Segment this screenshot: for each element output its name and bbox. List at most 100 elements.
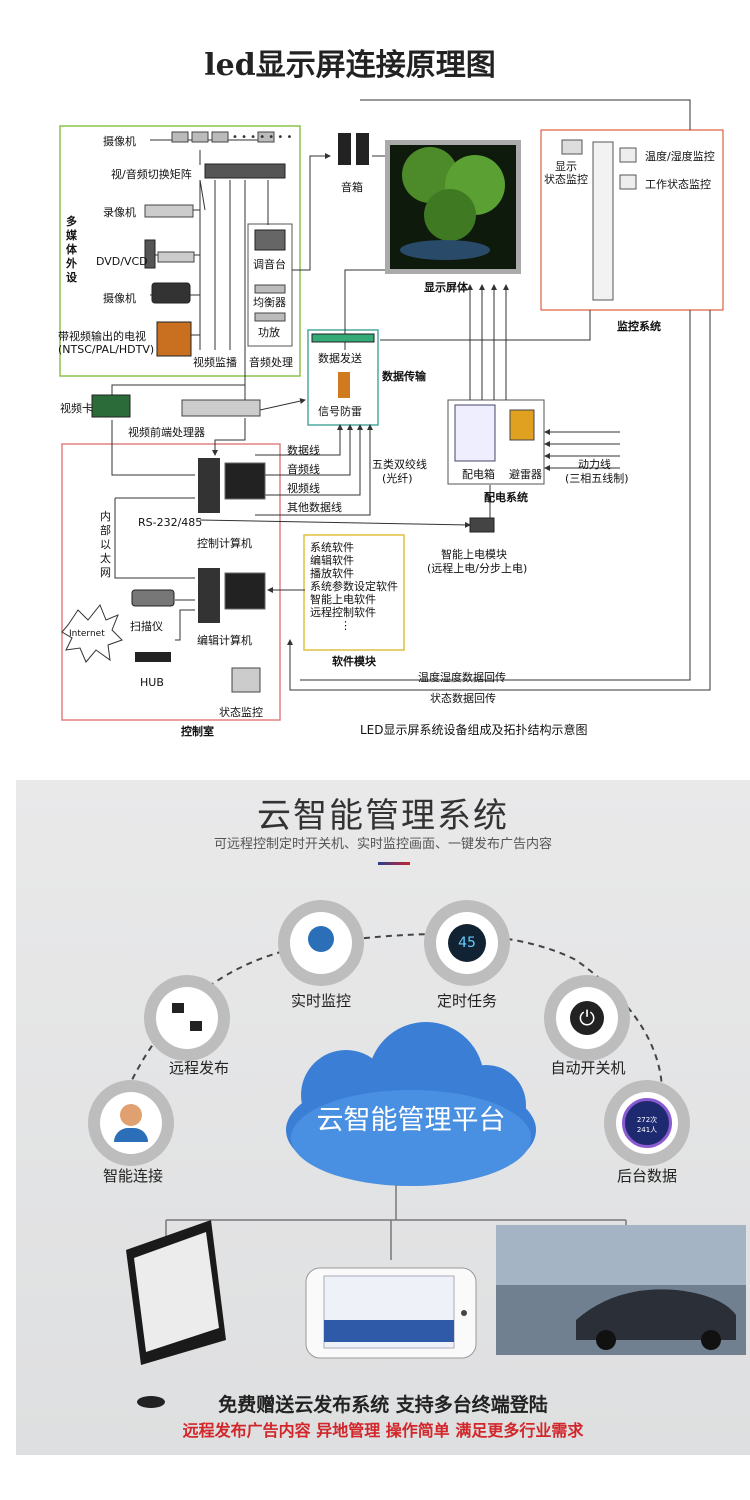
backend-data-label: 后台数据 bbox=[616, 1167, 677, 1185]
diagram-lines: • • • • • • • bbox=[59, 99, 724, 721]
realtime-monitor-node bbox=[278, 900, 364, 986]
rs232-label: RS-232/485 bbox=[138, 516, 203, 529]
cloud-connections bbox=[110, 933, 746, 1408]
power-dist-label: 配电系统 bbox=[484, 491, 528, 504]
user-icon bbox=[120, 1104, 142, 1126]
audio-proc-label: 音频处理 bbox=[249, 356, 293, 369]
control-room-label: 控制室 bbox=[181, 725, 214, 738]
cloud-subtitle: 可远程控制定时开关机、实时监控画面、一键发布广告内容 bbox=[213, 837, 552, 852]
inner-net-label: 内 部 以 太 网 bbox=[100, 510, 111, 579]
timer-icon: 45 bbox=[448, 924, 486, 962]
network-icon bbox=[172, 1003, 184, 1013]
amp-label: 功放 bbox=[258, 326, 280, 339]
tv-label: 带视频输出的电视 bbox=[58, 330, 146, 343]
auto-power-label: 自动开关机 bbox=[550, 1059, 626, 1077]
led-screen-image bbox=[385, 140, 521, 274]
cloud-icon bbox=[286, 1022, 536, 1186]
audio-line-label: 音频线 bbox=[287, 463, 320, 476]
car-photo bbox=[496, 1225, 746, 1355]
software-list: 系统软件 编辑软件 播放软件 系统参数设定软件 智能上电软件 远程控制软件 ⋮ bbox=[310, 541, 398, 632]
control-room-box bbox=[61, 443, 281, 721]
monitor-system-label: 监控系统 bbox=[617, 320, 661, 333]
monitor-system-box bbox=[540, 129, 724, 311]
svg-text:• • • • • • •: • • • • • • • bbox=[232, 132, 292, 143]
data-line-label: 数据线 bbox=[287, 444, 320, 457]
remote-publish-label: 远程发布 bbox=[168, 1059, 229, 1077]
video-processor-label: 视频前端处理器 bbox=[128, 426, 205, 439]
camera-icon bbox=[211, 131, 229, 143]
camera-icon bbox=[171, 131, 189, 143]
realtime-monitor-label: 实时监控 bbox=[290, 992, 351, 1010]
screen-label: 显示屏体 bbox=[424, 281, 468, 294]
status-monitor-label: 状态监控 bbox=[219, 706, 263, 719]
camera-icon bbox=[191, 131, 209, 143]
remote-publish-node bbox=[144, 975, 230, 1061]
dvd-label: DVD/VCD bbox=[96, 255, 148, 268]
page-title: led显示屏连接原理图 bbox=[204, 48, 496, 83]
data-send-label: 数据发送 bbox=[318, 352, 362, 365]
matrix-label: 视/音频切换矩阵 bbox=[111, 168, 192, 181]
cloud-platform-label: 云智能管理平台 bbox=[316, 1105, 506, 1136]
work-status-label: 工作状态监控 bbox=[645, 178, 711, 191]
timer-task-node: 45 bbox=[424, 900, 510, 986]
power-line-label: 动力线 bbox=[578, 458, 611, 471]
computer-image bbox=[126, 1220, 226, 1408]
cloud-section: 云智能管理系统 可远程控制定时开关机、实时监控画面、一键发布广告内容 bbox=[16, 780, 750, 1455]
cloud-title: 云智能管理系统 bbox=[257, 796, 509, 836]
software-item: 远程控制软件 bbox=[310, 606, 376, 619]
diagram-caption: LED显示屏系统设备组成及拓扑结构示意图 bbox=[360, 723, 588, 737]
speaker-label: 音箱 bbox=[341, 181, 363, 194]
other-line-label: 其他数据线 bbox=[287, 501, 342, 514]
three-phase-label: (三相五线制) bbox=[565, 472, 629, 485]
video-line-label: 视频线 bbox=[287, 482, 320, 495]
smart-power-label: 智能上电模块 bbox=[441, 548, 507, 561]
display-status-label: 显示 状态监控 bbox=[544, 160, 588, 186]
phone-image bbox=[305, 1267, 477, 1359]
backend-stat-2: 241人 bbox=[636, 1126, 658, 1134]
dist-box-label: 配电箱 bbox=[462, 468, 495, 481]
twisted-pair-label: 五类双绞线 bbox=[372, 458, 427, 471]
smart-connect-label: 智能连接 bbox=[102, 1167, 163, 1185]
camera-icon bbox=[257, 131, 275, 143]
temp-return-label: 温度湿度数据回传 bbox=[418, 671, 506, 684]
software-item: 系统参数设定软件 bbox=[310, 580, 398, 593]
software-item: 系统软件 bbox=[310, 541, 354, 554]
temp-humid-label: 温度/湿度监控 bbox=[645, 150, 715, 163]
auto-power-node: ⏻ bbox=[544, 975, 630, 1061]
scanner-label: 扫描仪 bbox=[130, 620, 163, 633]
software-item: 智能上电软件 bbox=[310, 593, 376, 606]
title-divider bbox=[378, 862, 410, 865]
mixer-label: 调音台 bbox=[253, 258, 286, 271]
vcr-label: 录像机 bbox=[103, 206, 136, 219]
backend-stat-1: 272次 bbox=[636, 1116, 658, 1124]
video-monitor-label: 视频监播 bbox=[193, 356, 237, 369]
camera-label: 摄像机 bbox=[103, 135, 136, 148]
control-pc-label: 控制计算机 bbox=[197, 537, 252, 550]
smart-power-desc: (远程上电/分步上电) bbox=[427, 562, 528, 575]
camera2-label: 摄像机 bbox=[103, 292, 136, 305]
eq-label: 均衡器 bbox=[253, 296, 286, 309]
status-return-label: 状态数据回传 bbox=[430, 692, 496, 705]
arrester-label: 避雷器 bbox=[509, 468, 542, 481]
software-item: 播放软件 bbox=[310, 567, 354, 580]
multimedia-group-label: 多 媒 体 外 设 bbox=[66, 215, 77, 284]
software-module-label: 软件模块 bbox=[332, 655, 376, 668]
edit-pc-label: 编辑计算机 bbox=[197, 634, 252, 647]
data-trans-label: 数据传输 bbox=[382, 370, 426, 383]
timer-task-label: 定时任务 bbox=[436, 992, 497, 1010]
promo-line-2: 远程发布广告内容 异地管理 操作简单 满足更多行业需求 bbox=[182, 1421, 584, 1440]
hub-label: HUB bbox=[140, 676, 164, 689]
fiber-label: (光纤) bbox=[382, 472, 413, 485]
chart-icon: 272次 241人 bbox=[622, 1098, 672, 1148]
internet-label: Internet bbox=[69, 629, 105, 639]
lightning-label: 信号防雷 bbox=[318, 405, 362, 418]
multimedia-box bbox=[59, 125, 301, 377]
smart-connect-node bbox=[88, 1080, 174, 1166]
software-item: ⋮ bbox=[340, 619, 351, 632]
webcam-icon bbox=[308, 926, 334, 952]
tv-format-label: (NTSC/PAL/HDTV) bbox=[58, 343, 155, 356]
promo-line-1: 免费赠送云发布系统 支持多台终端登陆 bbox=[218, 1394, 548, 1416]
backend-data-node: 272次 241人 bbox=[604, 1080, 690, 1166]
video-card-label: 视频卡 bbox=[60, 402, 93, 415]
power-icon: ⏻ bbox=[570, 1001, 604, 1035]
